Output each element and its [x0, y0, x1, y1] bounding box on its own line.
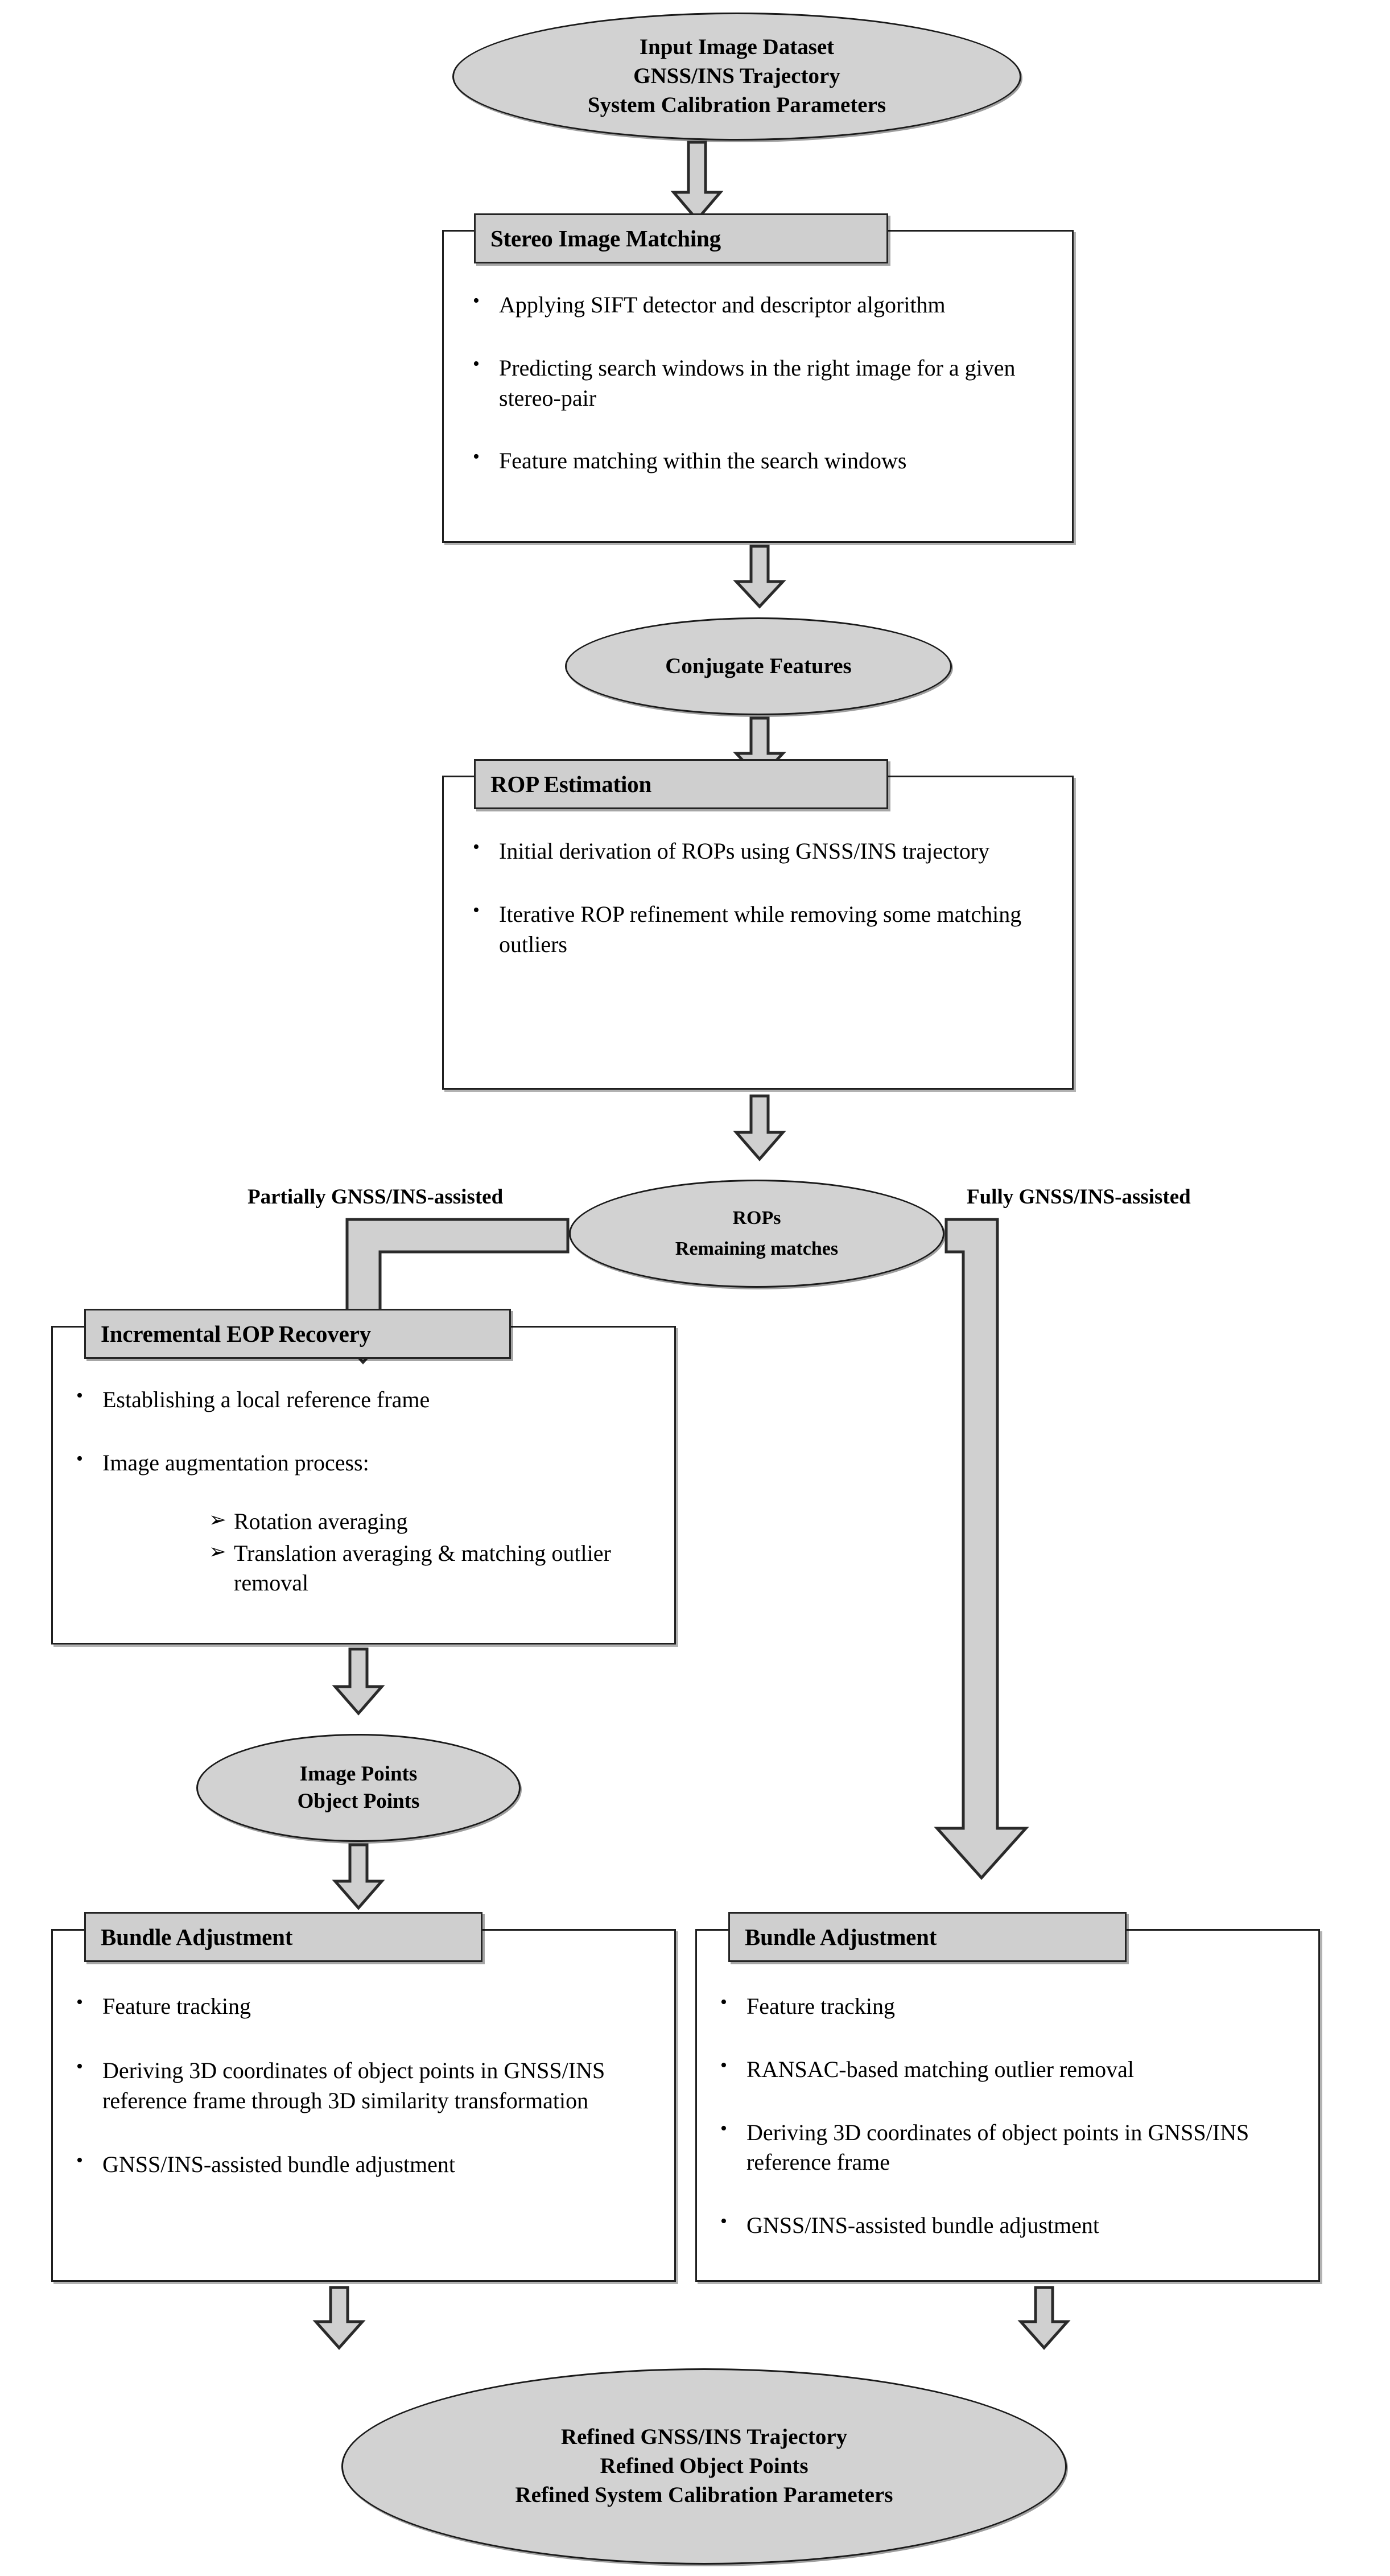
list-item: Deriving 3D coordinates of object points…	[711, 2116, 1309, 2178]
rop-estimation-header: ROP Estimation	[474, 759, 888, 809]
bundle-adjustment-left-bullets: Feature tracking Deriving 3D coordinates…	[67, 1985, 665, 2180]
stereo-image-matching-bullets: Applying SIFT detector and descriptor al…	[464, 285, 1067, 476]
list-item: Iterative ROP refinement while removing …	[464, 898, 1067, 960]
points-terminator: Image Points Object Points	[196, 1734, 521, 1842]
arrow-bundle-right-to-output	[1017, 2286, 1071, 2350]
output-line-3: Refined System Calibration Parameters	[515, 2482, 893, 2507]
bundle-adjustment-right-bullets: Feature tracking RANSAC-based matching o…	[711, 1985, 1309, 2241]
bundle-adjustment-left-header: Bundle Adjustment	[84, 1912, 482, 1962]
list-item: Feature tracking	[67, 1990, 665, 2022]
conjugate-features-terminator: Conjugate Features	[565, 617, 952, 715]
sub-list: Rotation averaging Translation averaging…	[67, 1507, 665, 1598]
sub-list-item: Rotation averaging	[207, 1507, 665, 1536]
input-terminator: Input Image Dataset GNSS/INS Trajectory …	[452, 13, 1021, 141]
list-item: GNSS/INS-assisted bundle adjustment	[711, 2209, 1309, 2241]
bundle-left-header-label: Bundle Adjustment	[101, 1924, 293, 1950]
list-item: RANSAC-based matching outlier removal	[711, 2053, 1309, 2085]
output-line-1: Refined GNSS/INS Trajectory	[560, 2425, 848, 2450]
incremental-eop-bullets: Establishing a local reference frame Ima…	[67, 1378, 665, 1598]
list-item: Image augmentation process:	[67, 1446, 665, 1478]
rops-line-1: ROPs	[732, 1207, 781, 1229]
points-line-2: Object Points	[297, 1790, 420, 1813]
conjugate-features-label: Conjugate Features	[665, 653, 852, 678]
list-item: Initial derivation of ROPs using GNSS/IN…	[464, 835, 1067, 867]
stereo-header-label: Stereo Image Matching	[490, 225, 721, 252]
input-line-1: Input Image Dataset	[639, 35, 835, 60]
input-line-2: GNSS/INS Trajectory	[633, 64, 840, 89]
rop-estimation-bullets: Initial derivation of ROPs using GNSS/IN…	[464, 831, 1067, 959]
branch-label-fully: Fully GNSS/INS-assisted	[967, 1185, 1191, 1209]
points-line-1: Image Points	[299, 1762, 418, 1786]
arrow-bundle-left-to-output	[312, 2286, 366, 2350]
list-item: Deriving 3D coordinates of object points…	[67, 2054, 665, 2116]
bundle-adjustment-right-header: Bundle Adjustment	[728, 1912, 1127, 1962]
sub-list-item: Translation averaging & matching outlier…	[207, 1539, 665, 1598]
list-item: Feature tracking	[711, 1990, 1309, 2022]
rop-header-label: ROP Estimation	[490, 771, 652, 797]
list-item: GNSS/INS-assisted bundle adjustment	[67, 2148, 665, 2180]
arrow-branch-right-elbow	[934, 1217, 1077, 1885]
arrow-input-to-stereo	[670, 141, 724, 222]
list-item: Predicting search windows in the right i…	[464, 352, 1067, 414]
arrow-eop-to-points	[332, 1647, 385, 1716]
incremental-eop-header-label: Incremental EOP Recovery	[101, 1321, 371, 1347]
bundle-right-header-label: Bundle Adjustment	[745, 1924, 937, 1950]
arrow-stereo-to-conjugate	[733, 545, 786, 609]
input-line-3: System Calibration Parameters	[587, 92, 886, 117]
list-item: Feature matching within the search windo…	[464, 444, 1067, 476]
list-item: Applying SIFT detector and descriptor al…	[464, 288, 1067, 320]
output-terminator: Refined GNSS/INS Trajectory Refined Obje…	[341, 2368, 1067, 2565]
rops-terminator: ROPs Remaining matches	[569, 1180, 944, 1288]
arrow-rop-to-rops-node	[733, 1094, 786, 1161]
rops-line-2: Remaining matches	[675, 1238, 839, 1259]
stereo-image-matching-header: Stereo Image Matching	[474, 213, 888, 263]
branch-label-partially: Partially GNSS/INS-assisted	[248, 1185, 504, 1209]
output-line-2: Refined Object Points	[600, 2454, 809, 2479]
incremental-eop-recovery-header: Incremental EOP Recovery	[84, 1309, 511, 1359]
list-item: Establishing a local reference frame	[67, 1383, 665, 1415]
arrow-points-to-bundle-left	[332, 1843, 385, 1910]
